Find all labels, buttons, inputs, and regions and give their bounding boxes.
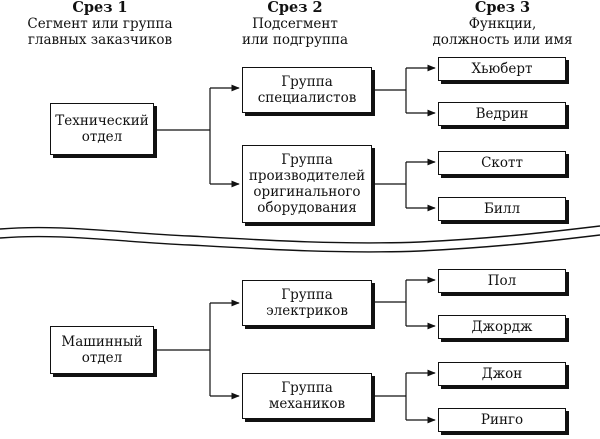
- member-box-ringo: Ринго: [438, 408, 566, 432]
- member-label: Скотт: [481, 155, 523, 171]
- group-label: Группа производителей оригинального обор…: [248, 152, 366, 216]
- column-3-title: Срез 3: [474, 0, 531, 16]
- member-box-vedrin: Ведрин: [438, 102, 566, 126]
- member-box-scott: Скотт: [438, 151, 566, 175]
- segment-box-machine: Машинный отдел: [50, 326, 154, 374]
- column-2-header: Срез 2 Подсегмент или подгруппа: [225, 0, 365, 48]
- member-box-paul: Пол: [438, 269, 566, 293]
- member-label: Джон: [481, 366, 523, 382]
- member-box-george: Джордж: [438, 315, 566, 339]
- segment-label: Машинный отдел: [61, 334, 143, 366]
- column-1-header: Срез 1 Сегмент или группа главных заказч…: [20, 0, 180, 48]
- column-2-desc: Подсегмент или подгруппа: [241, 16, 348, 48]
- group-box-specialists: Группа специалистов: [242, 67, 372, 113]
- member-label: Ведрин: [475, 106, 529, 122]
- group-label: Группа механиков: [268, 380, 346, 412]
- column-1-desc: Сегмент или группа главных заказчиков: [27, 16, 173, 48]
- group-label: Группа специалистов: [257, 74, 357, 106]
- member-label: Билл: [483, 201, 521, 217]
- member-label: Хьюберт: [471, 61, 533, 77]
- column-1-title: Срез 1: [72, 0, 128, 16]
- section-break: [0, 225, 600, 253]
- column-3-desc: Функции, должность или имя: [432, 16, 573, 48]
- column-3-header: Срез 3 Функции, должность или имя: [420, 0, 585, 48]
- group-box-mechanics: Группа механиков: [242, 373, 372, 419]
- segment-label: Технический отдел: [55, 113, 149, 145]
- member-box-bill: Билл: [438, 197, 566, 221]
- member-label: Джордж: [471, 319, 533, 335]
- group-label: Группа электриков: [266, 287, 348, 319]
- member-box-john: Джон: [438, 362, 566, 386]
- group-box-oem: Группа производителей оригинального обор…: [242, 145, 372, 223]
- member-box-hubert: Хьюберт: [438, 57, 566, 81]
- member-label: Пол: [487, 273, 517, 289]
- column-2-title: Срез 2: [267, 0, 323, 16]
- member-label: Ринго: [480, 412, 524, 428]
- segment-box-technical: Технический отдел: [50, 103, 154, 155]
- group-box-electricians: Группа электриков: [242, 280, 372, 326]
